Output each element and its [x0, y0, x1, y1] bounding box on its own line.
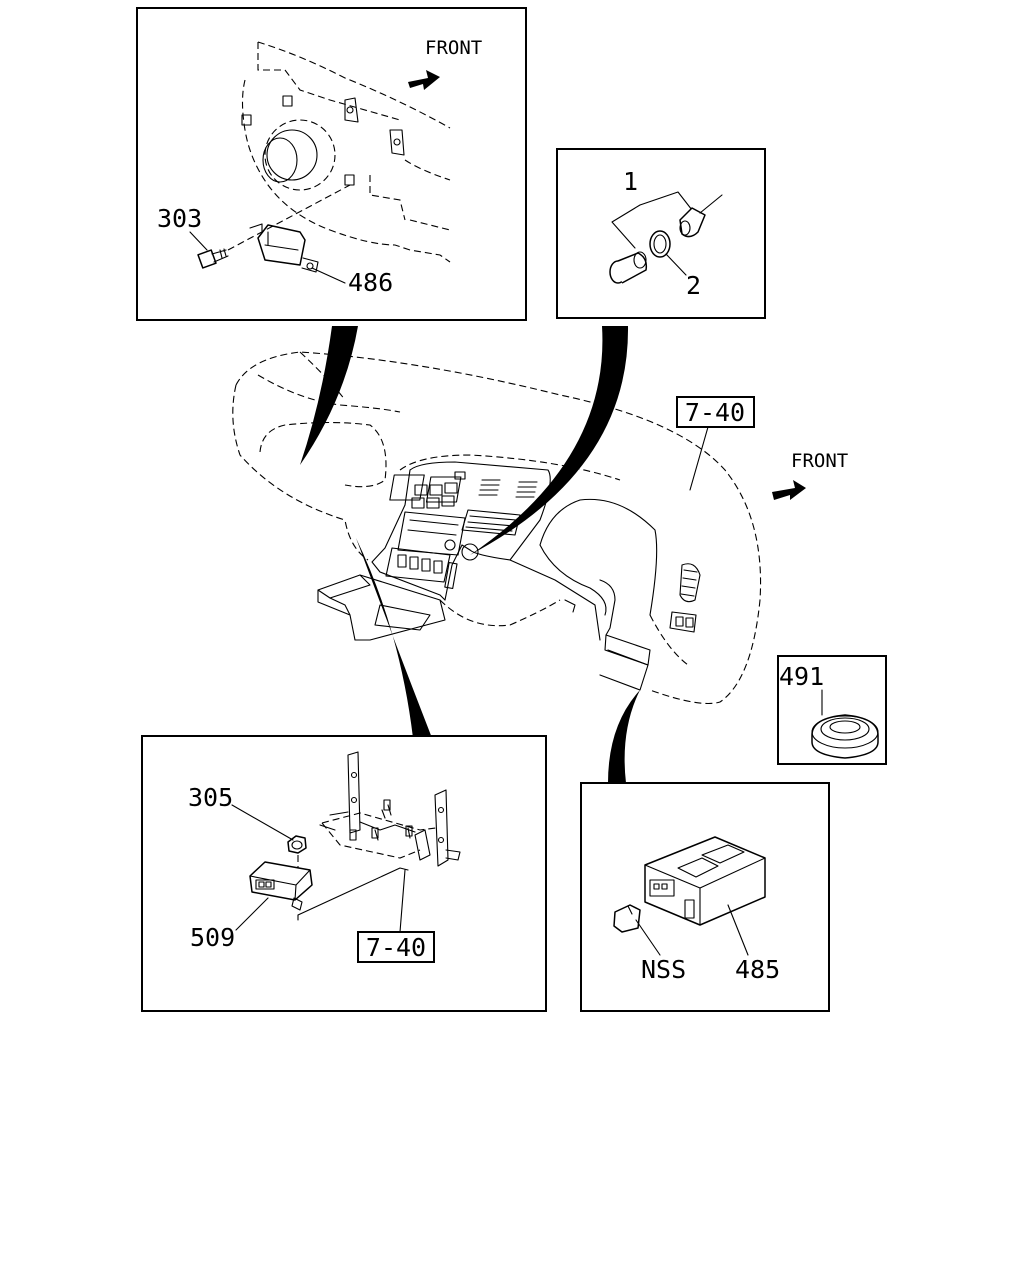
- instrument-panel: [232, 351, 762, 705]
- front-arrow-icon: [772, 480, 806, 500]
- callout-509: 509: [190, 923, 235, 952]
- dash-reference-box: 7-40: [676, 396, 755, 491]
- detail-panel-horn-relay: FRONT 303: [136, 7, 527, 321]
- switch-knob: [609, 251, 648, 284]
- center-lower-vent: [461, 509, 521, 536]
- audio-unit: [397, 511, 479, 561]
- leader-wedge-bottom-left: [356, 538, 432, 738]
- callout-1: 1: [623, 167, 638, 196]
- leader-wedge-top-right: [470, 326, 629, 555]
- side-switches: [669, 611, 697, 633]
- switch-connector: [679, 194, 723, 238]
- front-arrow-icon: [408, 70, 440, 90]
- front-indicator-right: FRONT: [772, 450, 848, 500]
- callout-2: 2: [686, 271, 701, 300]
- grommet-491: [811, 714, 879, 759]
- callout-303: 303: [157, 204, 202, 233]
- detail-panel-module: NSS 485: [580, 782, 830, 1012]
- side-vent-right: [679, 563, 701, 603]
- mounting-bracket: [319, 751, 461, 867]
- detail-panel-switch: 1 2: [556, 148, 766, 319]
- control-unit-509: [249, 861, 313, 911]
- front-label-top: FRONT: [425, 37, 482, 59]
- bracket-reference-label: 7-40: [366, 933, 426, 962]
- bolt-303: [197, 248, 229, 269]
- callout-491: 491: [779, 662, 824, 691]
- leader-wedge-top-left: [300, 326, 358, 465]
- front-label-right: FRONT: [791, 450, 848, 472]
- leader-wedge-bottom-right: [608, 690, 640, 783]
- center-vent-left: [389, 474, 501, 501]
- callout-485: 485: [735, 955, 780, 984]
- connector-cover-nss: [613, 904, 641, 933]
- horn-relay-486: [249, 223, 319, 273]
- dash-reference-label: 7-40: [685, 398, 745, 427]
- switch-cluster: [411, 471, 466, 509]
- callout-305: 305: [188, 783, 233, 812]
- ring-2: [649, 230, 671, 258]
- detail-panel-grommet: 491: [777, 655, 887, 765]
- lower-bracket: [317, 574, 561, 641]
- meter-cluster-hood: [509, 498, 658, 691]
- callout-nss: NSS: [641, 955, 686, 984]
- detail-panel-bracket-unit: 305 509 7-40: [141, 735, 547, 1012]
- callout-486: 486: [348, 268, 393, 297]
- control-module-485: [644, 836, 766, 926]
- climate-control: [385, 547, 458, 590]
